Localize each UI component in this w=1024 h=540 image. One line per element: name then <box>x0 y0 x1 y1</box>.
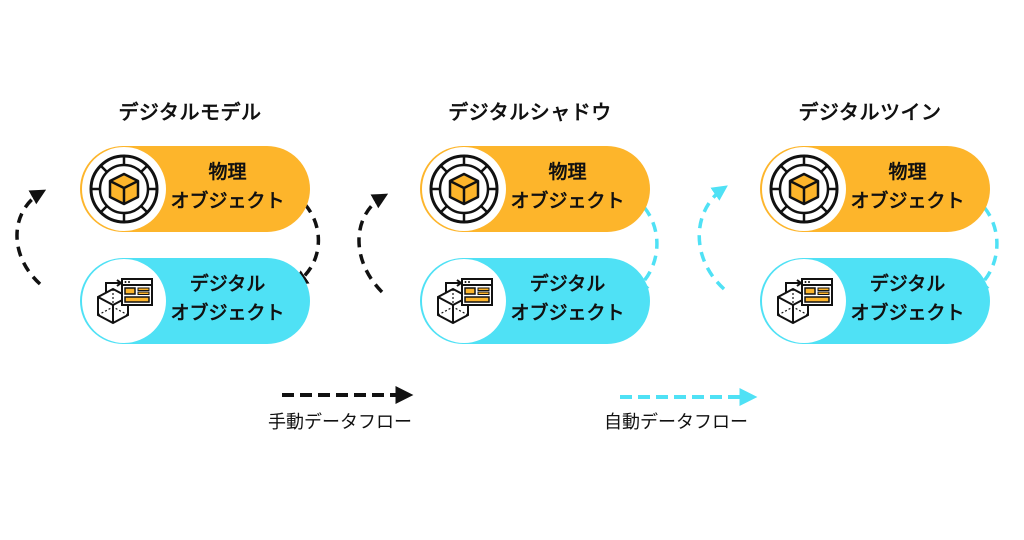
panel-title: デジタルモデル <box>118 100 262 124</box>
physical-object-label-line2: オブジェクト <box>510 190 625 212</box>
physical-object-icon-disc <box>762 147 846 231</box>
digital-object-label-line1: デジタル <box>869 273 946 295</box>
cube-in-ring-icon <box>89 154 159 224</box>
physical-object-label-line1: 物理 <box>208 161 247 183</box>
digital-object-label-line2: オブジェクト <box>510 302 625 324</box>
physical-object-label: 物理 オブジェクト <box>495 158 640 216</box>
legend-automatic-label: 自動データフロー <box>604 412 748 433</box>
physical-object-icon-disc <box>422 147 506 231</box>
physical-object-icon-disc <box>82 147 166 231</box>
digital-object-icon-disc <box>82 259 166 343</box>
digital-object-label-line1: デジタル <box>529 273 606 295</box>
physical-object-label-line2: オブジェクト <box>170 190 285 212</box>
digital-object-icon-disc <box>762 259 846 343</box>
legend-manual-label: 手動データフロー <box>268 412 412 433</box>
wireframe-cube-with-window-icon <box>97 278 153 325</box>
panel-digital-model: デジタルモデル 物理 オブジェクト <box>20 0 360 360</box>
automatic-flow-arrow-p3-left <box>697 185 728 291</box>
digital-object-label: デジタル オブジェクト <box>495 270 640 328</box>
digital-object-pill: デジタル オブジェクト <box>420 258 650 344</box>
digital-object-icon-disc <box>422 259 506 343</box>
automatic-flow-arrow-p3-right <box>970 194 999 293</box>
digital-object-pill: デジタル オブジェクト <box>80 258 310 344</box>
physical-object-label-line1: 物理 <box>548 161 587 183</box>
digital-object-pill: デジタル オブジェクト <box>760 258 990 344</box>
manual-flow-arrow-p2-left <box>357 193 389 294</box>
cube-in-ring-icon <box>769 154 839 224</box>
panel-digital-shadow: デジタルシャドウ 物理 オブジェクト <box>360 0 700 360</box>
digital-object-label: デジタル オブジェクト <box>835 270 980 328</box>
digital-object-label-line1: デジタル <box>189 273 266 295</box>
panel-title: デジタルツイン <box>798 100 942 124</box>
digital-object-label-line2: オブジェクト <box>850 302 965 324</box>
manual-flow-arrow-p1-left <box>15 189 47 286</box>
physical-object-label: 物理 オブジェクト <box>155 158 300 216</box>
physical-object-label: 物理 オブジェクト <box>835 158 980 216</box>
physical-object-label-line1: 物理 <box>888 161 927 183</box>
automatic-flow-arrow-p2-right <box>630 194 659 293</box>
physical-object-pill: 物理 オブジェクト <box>760 146 990 232</box>
panel-title: デジタルシャドウ <box>448 100 612 124</box>
physical-object-label-line2: オブジェクト <box>850 190 965 212</box>
wireframe-cube-with-window-icon <box>777 278 833 325</box>
manual-flow-arrow-p1-right <box>291 191 321 286</box>
physical-object-pill: 物理 オブジェクト <box>80 146 310 232</box>
panel-digital-twin: デジタルツイン 物理 オブジェクト <box>700 0 1024 360</box>
physical-object-pill: 物理 オブジェクト <box>420 146 650 232</box>
digital-object-label: デジタル オブジェクト <box>155 270 300 328</box>
digital-object-label-line2: オブジェクト <box>170 302 285 324</box>
wireframe-cube-with-window-icon <box>437 278 493 325</box>
cube-in-ring-icon <box>429 154 499 224</box>
